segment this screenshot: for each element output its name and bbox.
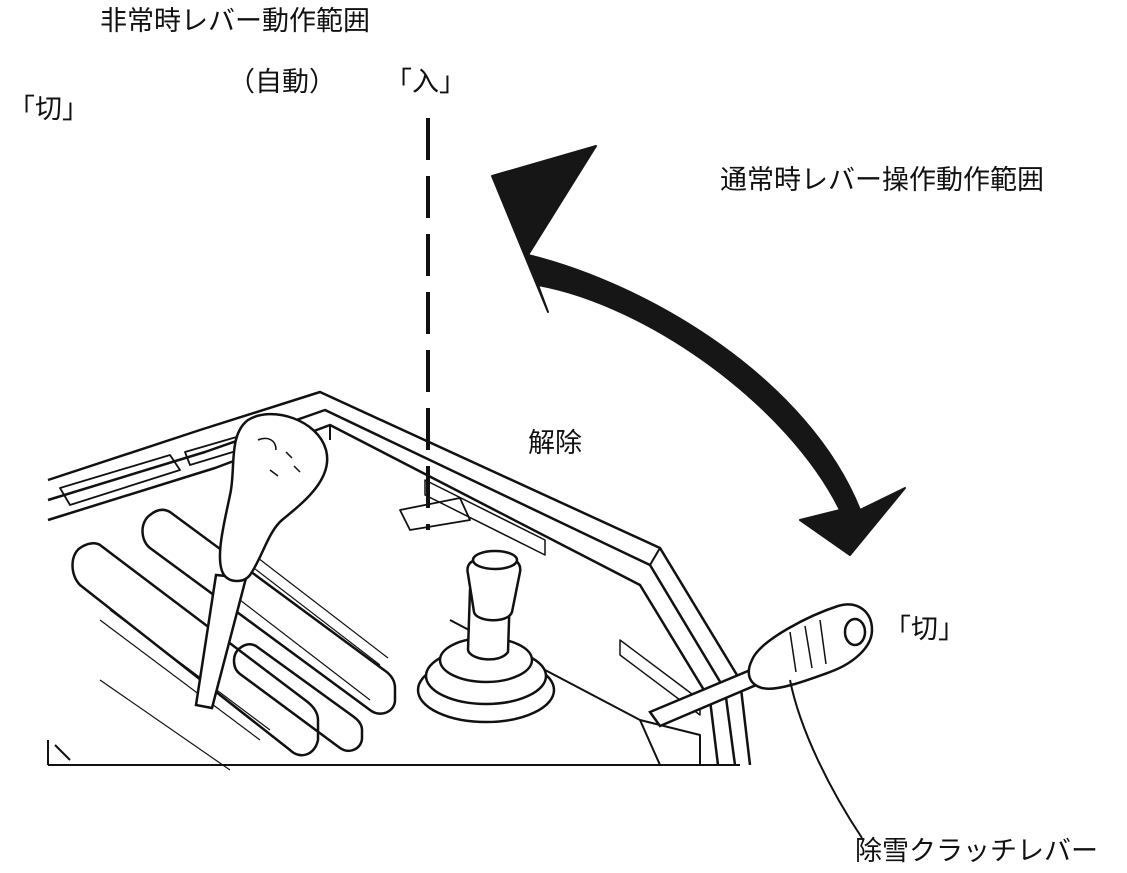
auto-label: （自動） xyxy=(228,67,336,98)
control-panel xyxy=(47,390,752,771)
release-label: 解除 xyxy=(528,428,582,459)
clutch-lever xyxy=(648,603,874,728)
left-lever xyxy=(194,412,329,710)
clutch-lever-label: 除雪クラッチレバー xyxy=(855,836,1098,867)
normal-lever-range-label: 通常時レバー操作動作範囲 xyxy=(720,165,1044,196)
off-label-left: 「切」 xyxy=(8,94,89,125)
on-label: 「入」 xyxy=(385,67,466,98)
clutch-leader-line xyxy=(789,679,863,839)
center-joystick xyxy=(416,549,556,724)
double-headed-curved-arrow-icon xyxy=(491,145,906,556)
emergency-lever-range-label: 非常時レバー動作範囲 xyxy=(100,6,370,37)
off-label-right: 「切」 xyxy=(884,614,965,645)
